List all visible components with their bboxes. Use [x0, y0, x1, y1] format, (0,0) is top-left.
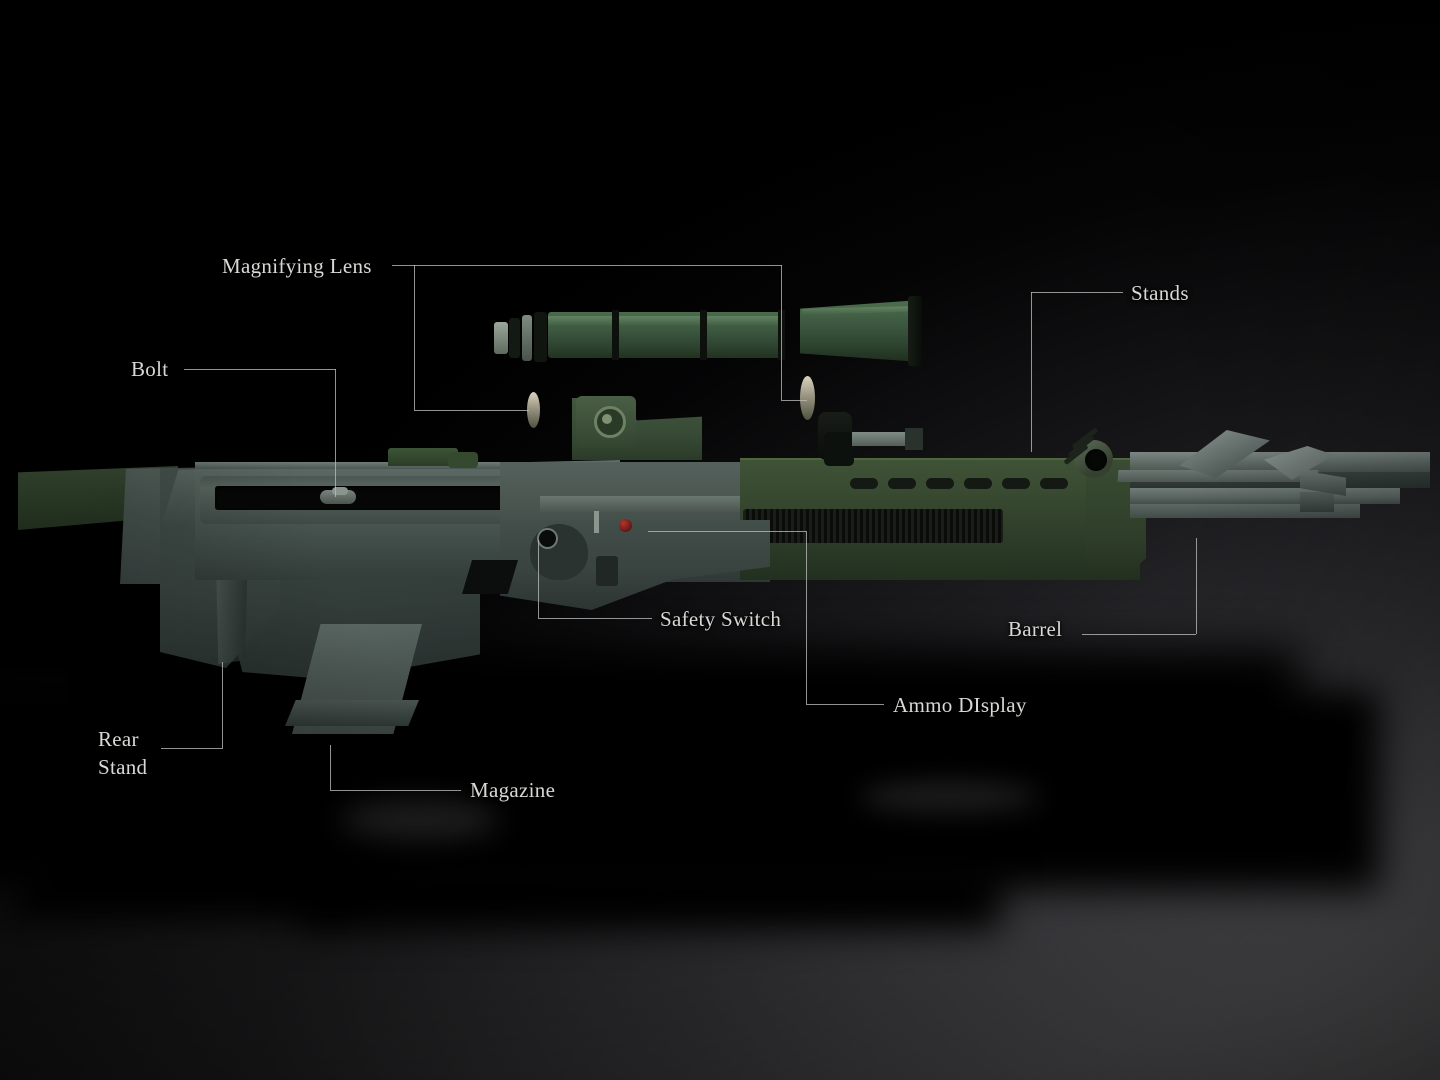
trigger-pin: [539, 530, 556, 547]
leader-magnifying-lens-branch-right-h: [781, 400, 807, 401]
ammo-display-panel: [743, 509, 1003, 543]
callout-label-stands: Stands: [1131, 281, 1189, 305]
rear-sight-aperture: [602, 414, 612, 424]
callout-label-barrel: Barrel: [1008, 617, 1063, 641]
leader-barrel-v: [1196, 538, 1197, 634]
leader-bolt-h: [184, 369, 336, 370]
muzzle-bore: [1085, 449, 1107, 471]
leader-ammo-display-h-top: [648, 531, 806, 532]
mid-receiver-step: [540, 496, 755, 512]
scope-eyepiece-ring-4: [534, 312, 547, 362]
leader-safety-switch-v: [538, 540, 539, 618]
forend-vent-4: [964, 478, 992, 489]
trigger-blade: [596, 556, 618, 586]
receiver-green-insert-2: [448, 452, 478, 468]
leader-bolt-v: [335, 369, 336, 497]
scope-objective-lens-rim: [908, 296, 922, 366]
leader-stands-h: [1031, 292, 1123, 293]
bolt-slot: [215, 486, 511, 510]
leader-rear-stand-v: [222, 662, 223, 748]
scope-eyepiece-ring-2: [509, 318, 520, 358]
scope-tube-highlight: [548, 316, 784, 326]
leader-stands-v: [1031, 292, 1032, 452]
magazine-floorplate: [285, 700, 419, 726]
callout-label-magazine: Magazine: [470, 778, 556, 802]
leader-magnifying-lens-branch-left-v: [414, 265, 415, 410]
leader-barrel-h: [1082, 634, 1196, 635]
forend-vent-3: [926, 478, 954, 489]
callout-label-rear-stand-line2: Stand: [98, 754, 148, 779]
forend-vent-6: [1040, 478, 1068, 489]
safety-switch-indicator: [619, 519, 632, 532]
leader-ammo-display-v: [806, 531, 807, 704]
leader-magazine-v: [330, 745, 331, 790]
leader-magnifying-lens-branch-right-v: [781, 265, 782, 400]
callout-label-magnifying-lens: Magnifying Lens: [222, 254, 372, 278]
callout-label-bolt: Bolt: [131, 357, 169, 381]
barrel-lower: [1130, 488, 1400, 504]
safety-lever: [594, 511, 599, 533]
leader-ammo-display-h-bottom: [806, 704, 884, 705]
leader-safety-switch-h: [538, 618, 652, 619]
callout-label-ammo-display: Ammo DIsplay: [893, 693, 1027, 717]
forend-vent-5: [1002, 478, 1030, 489]
callout-label-rear-stand-line1: Rear: [98, 727, 139, 751]
leader-rear-stand-h: [161, 748, 223, 749]
leader-magazine-h: [330, 790, 461, 791]
magnifying-lens-element-front: [800, 376, 815, 420]
forend-vent-2: [888, 478, 916, 489]
gas-block: [905, 428, 923, 450]
charging-handle-knob-lower: [824, 432, 854, 466]
leader-magnifying-lens-top: [392, 265, 782, 266]
scope-eyepiece-ring-3: [522, 315, 532, 361]
scope-turret-ring-2: [700, 310, 707, 360]
callout-label-rear-stand: Rear Stand: [98, 726, 147, 781]
callout-label-safety-switch: Safety Switch: [660, 607, 782, 631]
scope-turret-ring-1: [612, 310, 619, 360]
leader-magnifying-lens-branch-left-h: [414, 410, 529, 411]
forend-vent-1: [850, 478, 878, 489]
scope-eyepiece-ring-1: [494, 322, 508, 354]
bipod-foot: [1300, 492, 1334, 512]
